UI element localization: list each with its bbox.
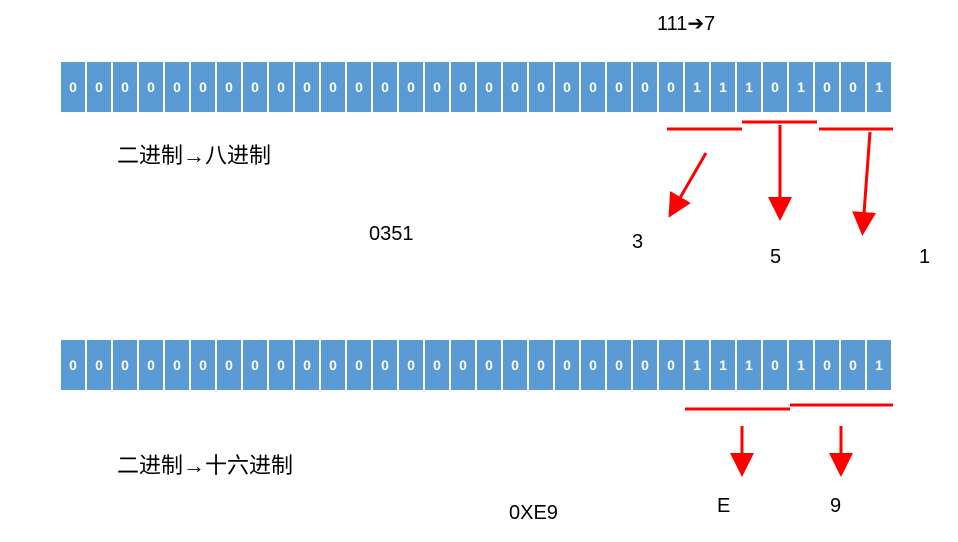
hex-bit-cell: 0	[633, 340, 657, 390]
octal-bit-cell: 0	[451, 62, 475, 112]
octal-bit-cell: 1	[737, 62, 761, 112]
octal-bit-cell: 1	[867, 62, 891, 112]
octal-bit-cell: 0	[529, 62, 553, 112]
hex-result: 0XE9	[509, 502, 558, 524]
octal-bit-cell: 0	[399, 62, 423, 112]
hex-bit-cell: 0	[165, 340, 189, 390]
octal-bit-cell: 0	[763, 62, 787, 112]
hex-digit-1: E	[717, 495, 731, 517]
hex-bit-cell: 1	[737, 340, 761, 390]
octal-bit-cell: 0	[425, 62, 449, 112]
hex-digit-2: 9	[830, 495, 842, 517]
octal-arrow-3	[852, 131, 877, 236]
hex-bit-cell: 0	[451, 340, 475, 390]
octal-bit-cell: 0	[633, 62, 657, 112]
octal-digit-1: 3	[632, 231, 644, 253]
hex-bit-cell: 1	[685, 340, 709, 390]
hex-bit-cell: 0	[607, 340, 631, 390]
octal-bit-cell: 0	[139, 62, 163, 112]
octal-bit-cell: 0	[269, 62, 293, 112]
hex-bit-cell: 0	[659, 340, 683, 390]
octal-bit-cell: 0	[555, 62, 579, 112]
hex-bit-cell: 1	[867, 340, 891, 390]
hex-bit-cell: 0	[425, 340, 449, 390]
octal-arrow-1	[668, 152, 708, 218]
octal-bit-cell: 0	[295, 62, 319, 112]
hex-bit-cell: 0	[841, 340, 865, 390]
octal-bit-cell: 1	[789, 62, 813, 112]
octal-bit-cell: 1	[685, 62, 709, 112]
hex-bit-cell: 0	[87, 340, 111, 390]
octal-conversion-label: 二进制→八进制	[117, 143, 272, 168]
octal-bit-cell: 0	[815, 62, 839, 112]
octal-bit-cell: 0	[217, 62, 241, 112]
hex-bit-cell: 0	[269, 340, 293, 390]
hex-bit-cell: 0	[581, 340, 605, 390]
hex-bit-cell: 0	[815, 340, 839, 390]
hex-bit-cell: 0	[373, 340, 397, 390]
octal-bit-cell: 0	[191, 62, 215, 112]
octal-bit-cell: 0	[373, 62, 397, 112]
octal-bit-cell: 0	[607, 62, 631, 112]
hex-bit-cell: 0	[139, 340, 163, 390]
hex-bit-cell: 0	[217, 340, 241, 390]
hex-bit-cell: 0	[763, 340, 787, 390]
octal-result: 0351	[369, 223, 414, 245]
hex-bit-cell: 0	[61, 340, 85, 390]
hex-bit-cell: 0	[191, 340, 215, 390]
hex-bit-cell: 0	[243, 340, 267, 390]
hex-conversion-label: 二进制→十六进制	[117, 453, 294, 478]
octal-bit-cell: 0	[113, 62, 137, 112]
octal-bit-cell: 0	[347, 62, 371, 112]
hex-bit-cell: 0	[503, 340, 527, 390]
octal-bit-cell: 0	[243, 62, 267, 112]
octal-bit-cell: 0	[581, 62, 605, 112]
hex-bit-cell: 0	[347, 340, 371, 390]
octal-bit-cell: 0	[61, 62, 85, 112]
octal-digit-3: 1	[919, 246, 931, 268]
hex-bit-cell: 1	[711, 340, 735, 390]
hex-bit-cell: 0	[295, 340, 319, 390]
octal-bit-cell: 0	[87, 62, 111, 112]
hex-bit-cell: 0	[555, 340, 579, 390]
hex-bit-cell: 0	[477, 340, 501, 390]
octal-bit-cell: 0	[841, 62, 865, 112]
hex-bit-cell: 0	[399, 340, 423, 390]
top-note: 111➔7	[657, 13, 716, 35]
hex-bit-cell: 0	[113, 340, 137, 390]
octal-digit-2: 5	[770, 246, 782, 268]
octal-bit-cell: 1	[711, 62, 735, 112]
hex-bit-cell: 0	[321, 340, 345, 390]
octal-bit-cell: 0	[477, 62, 501, 112]
hex-bit-cell: 0	[529, 340, 553, 390]
octal-bit-cell: 0	[321, 62, 345, 112]
octal-bit-cell: 0	[165, 62, 189, 112]
octal-bit-cell: 0	[503, 62, 527, 112]
octal-bit-cell: 0	[659, 62, 683, 112]
hex-bit-cell: 1	[789, 340, 813, 390]
